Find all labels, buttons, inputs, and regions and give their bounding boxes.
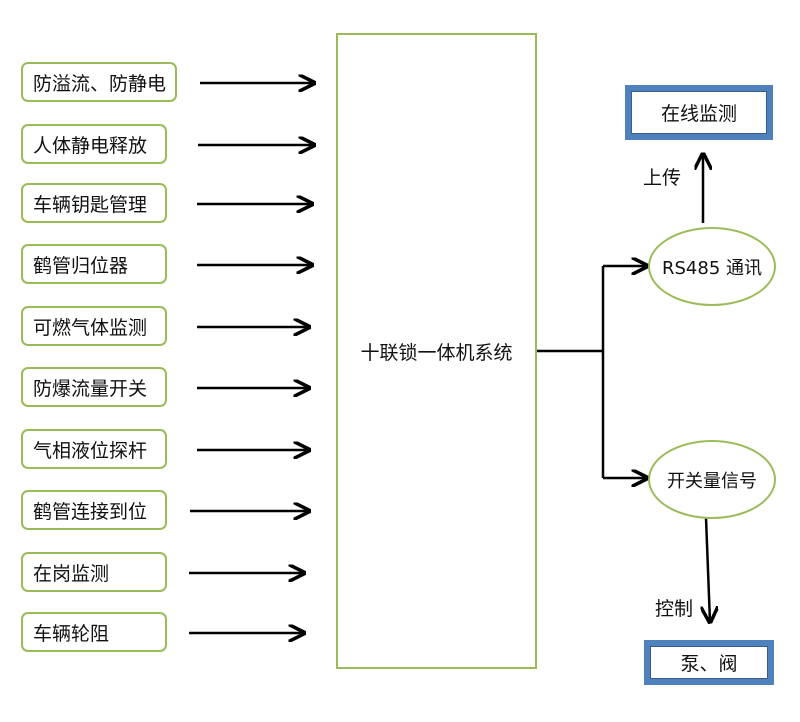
online-monitoring-box: 在线监测 <box>625 85 773 140</box>
input-label-6: 防爆流量开关 <box>33 377 148 400</box>
input-label-4: 鹤管归位器 <box>33 254 129 277</box>
switch-signal-label: 开关量信号 <box>667 470 757 492</box>
input-box-5: 可燃气体监测 <box>21 306 167 346</box>
control-label: 控制 <box>655 598 694 620</box>
input-label-2: 人体静电释放 <box>33 134 148 157</box>
input-box-7: 气相液位探杆 <box>21 429 167 469</box>
input-box-2: 人体静电释放 <box>21 124 167 164</box>
input-label-1: 防溢流、防静电 <box>33 72 167 95</box>
input-label-3: 车辆钥匙管理 <box>33 193 148 216</box>
pump-valve-box: 泵、阀 <box>644 640 774 685</box>
upload-label: 上传 <box>643 167 682 189</box>
online-monitoring-label: 在线监测 <box>660 103 737 125</box>
rs485-node: RS485 通讯 <box>648 227 776 306</box>
input-label-8: 鹤管连接到位 <box>33 500 148 523</box>
pump-valve-label: 泵、阀 <box>680 653 738 675</box>
switch-signal-node: 开关量信号 <box>648 440 776 519</box>
arrow-control <box>706 517 710 622</box>
input-label-9: 在岗监测 <box>33 562 110 585</box>
rs485-label: RS485 通讯 <box>661 257 762 279</box>
input-box-6: 防爆流量开关 <box>21 367 167 407</box>
input-label-10: 车辆轮阻 <box>33 622 110 645</box>
input-box-1: 防溢流、防静电 <box>21 62 177 102</box>
input-box-4: 鹤管归位器 <box>21 244 167 284</box>
input-box-3: 车辆钥匙管理 <box>21 183 167 223</box>
input-box-8: 鹤管连接到位 <box>21 490 167 530</box>
input-label-5: 可燃气体监测 <box>33 316 148 339</box>
input-label-7: 气相液位探杆 <box>33 439 148 462</box>
central-system-box: 十联锁一体机系统 <box>336 33 537 669</box>
input-box-10: 车辆轮阻 <box>21 612 167 652</box>
input-box-9: 在岗监测 <box>21 552 167 592</box>
central-system-label: 十联锁一体机系统 <box>360 341 513 364</box>
